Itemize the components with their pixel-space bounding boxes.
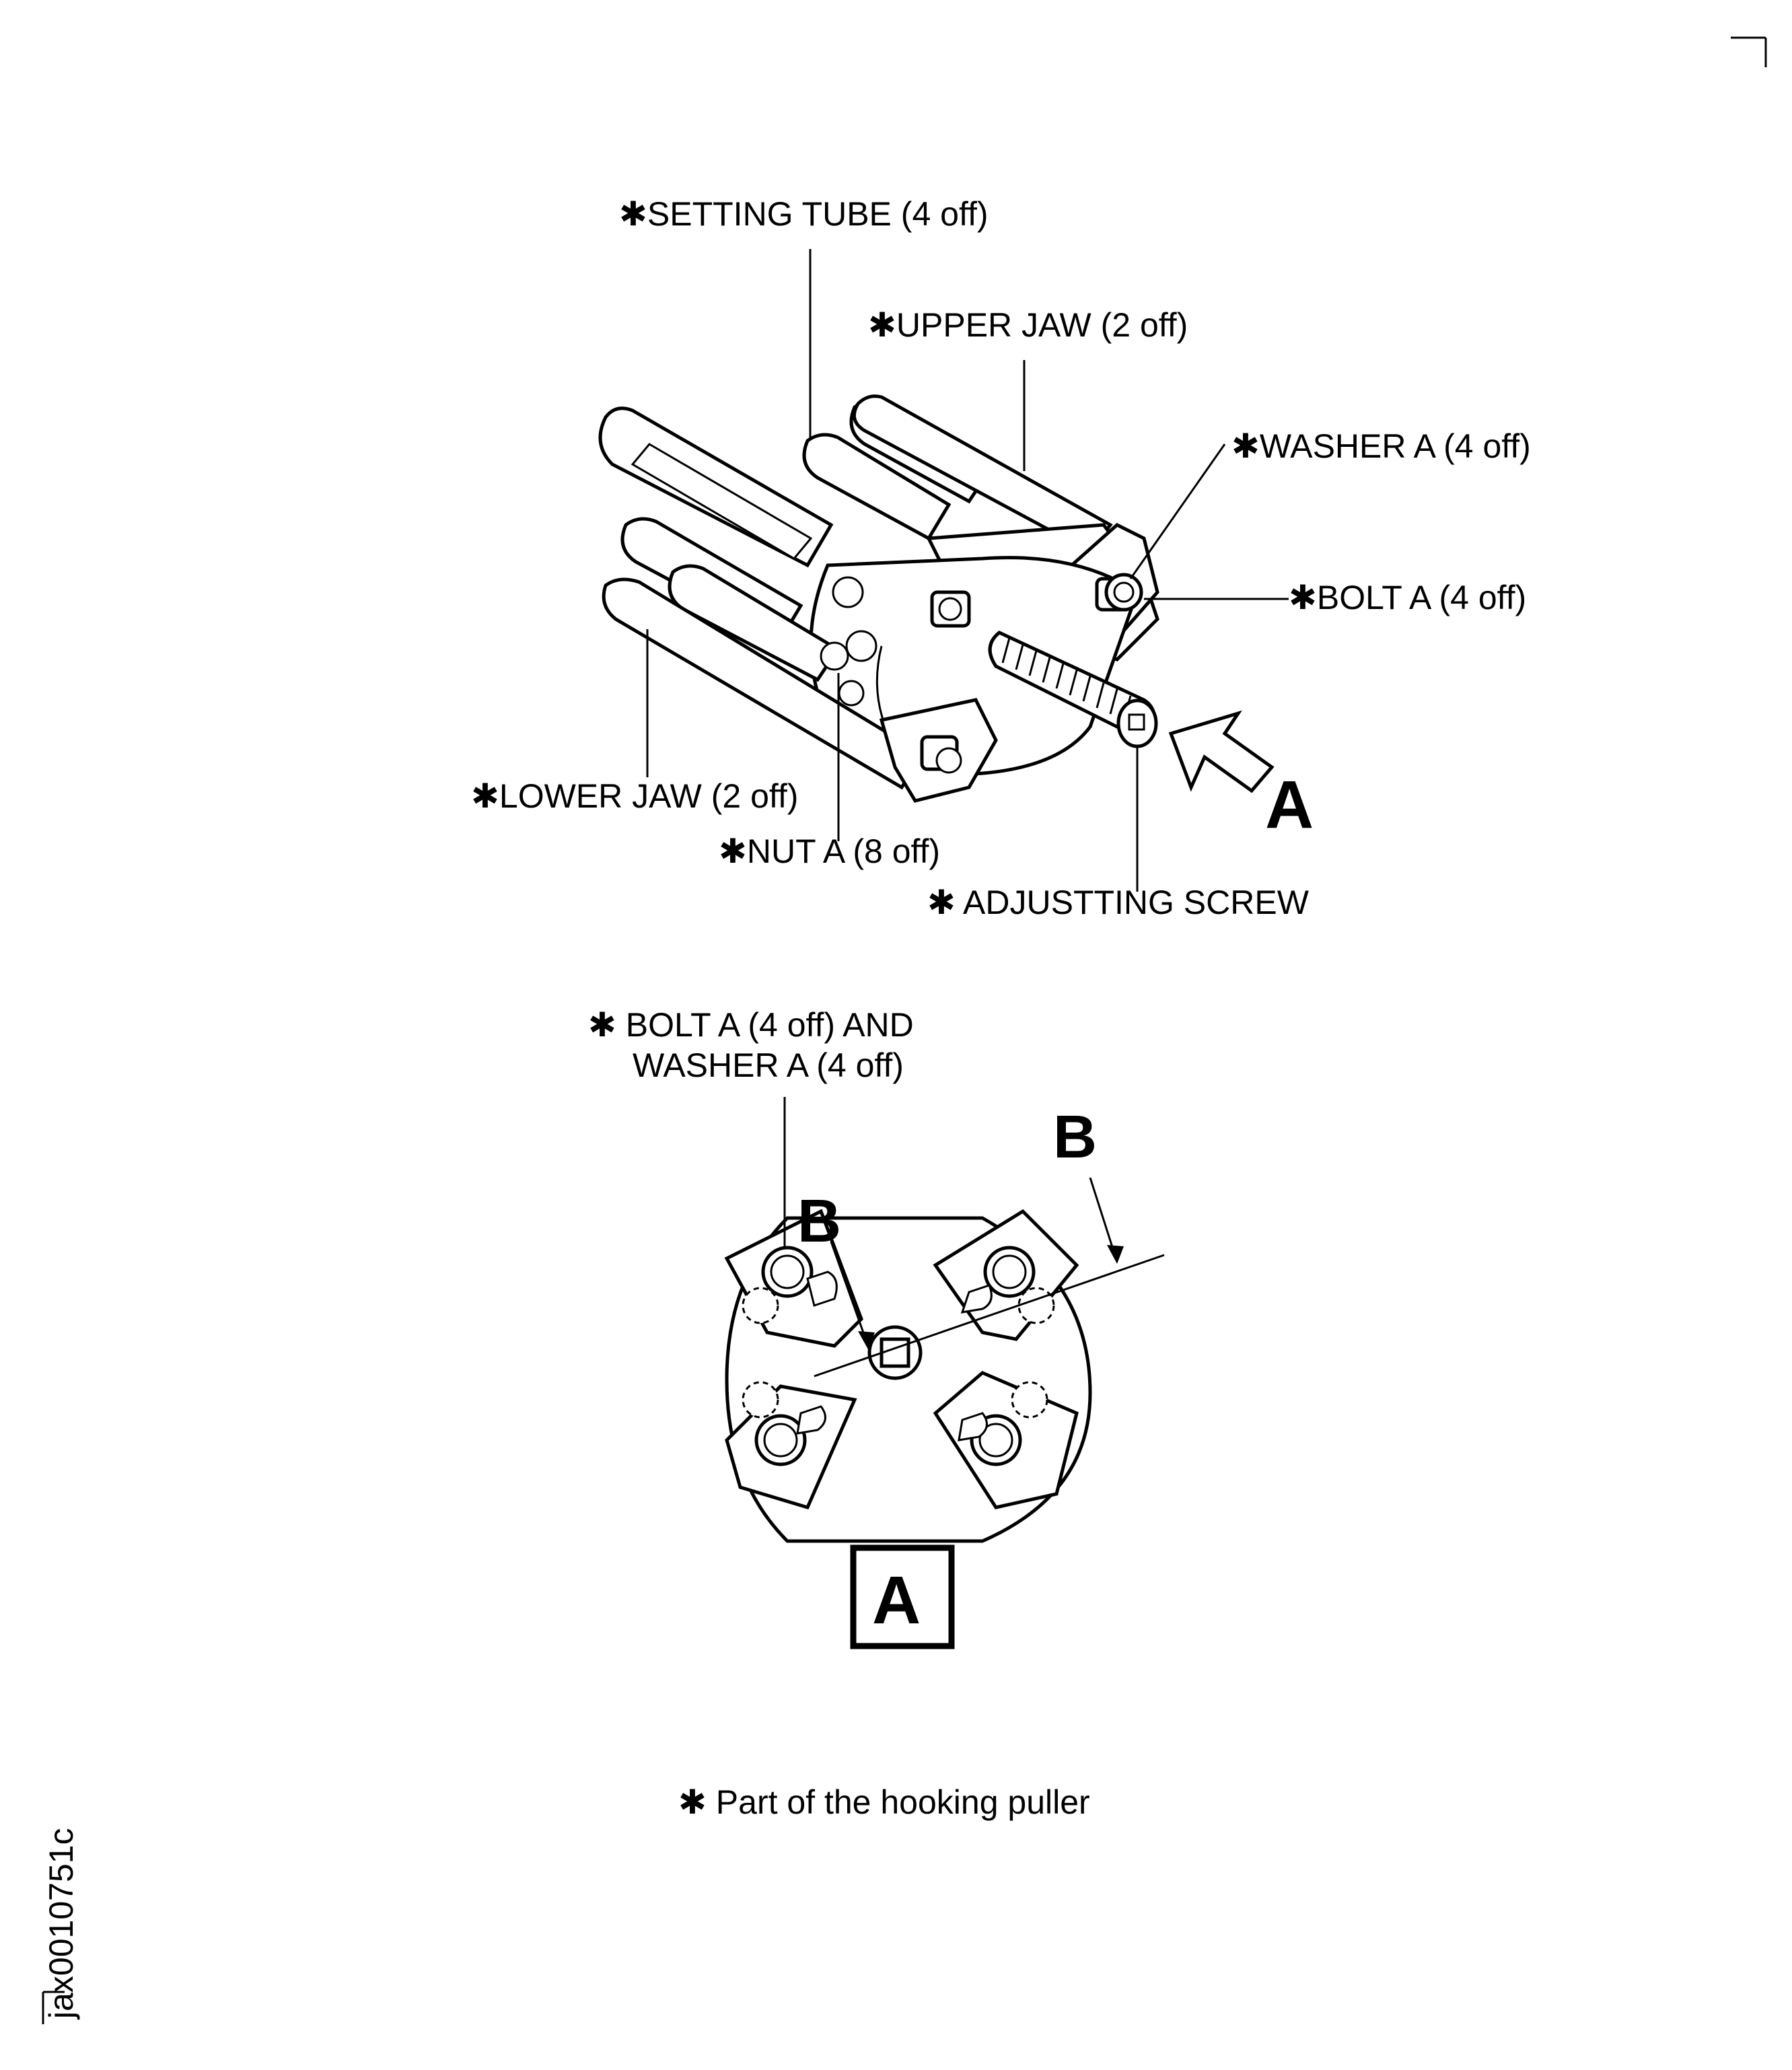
setting-tube-lower: [620, 517, 840, 682]
label-upper-jaw: ✱UPPER JAW (2 off): [868, 306, 1188, 344]
jaw-lug-bottom-right: [933, 1371, 1079, 1509]
nut-a-group: [820, 576, 877, 707]
center-hub: [867, 1325, 923, 1380]
view-a-box: A: [850, 1544, 955, 1649]
jaw-lug-bottom-left: [725, 1381, 857, 1510]
adjusting-screw: [988, 631, 1158, 748]
label-setting-tube: ✱SETTING TUBE (4 off): [619, 195, 989, 233]
crop-mark-bottom-left: [42, 1991, 65, 2024]
crop-mark-top-right: [1731, 36, 1767, 67]
label-bolt-a: ✱BOLT A (4 off): [1289, 579, 1526, 616]
label-section-b-right: B: [1053, 1104, 1097, 1171]
footnote: ✱ Part of the hooking puller: [678, 1783, 1090, 1821]
hooking-puller-illustration: [598, 394, 1275, 803]
jaw-lug-top-left: [724, 1209, 863, 1348]
view-a-illustration: [724, 1097, 1165, 1543]
label-view-a-arrow: A: [1265, 767, 1314, 843]
label-nut-a: ✱NUT A (8 off): [719, 832, 940, 870]
label-adjusting-screw: ✱ ADJUSTTING SCREW: [927, 884, 1310, 921]
label-washer-a: ✱WASHER A (4 off): [1231, 427, 1531, 465]
view-a-box-letter: A: [872, 1563, 921, 1638]
label-lower-jaw: ✱LOWER JAW (2 off): [471, 777, 798, 815]
upper-left-jaw: [598, 406, 834, 568]
section-line-b: [814, 1177, 1165, 1378]
label-section-b-left: B: [797, 1188, 841, 1255]
bolt-a-group: [920, 577, 1137, 774]
leader-lines-upper: [646, 249, 1289, 892]
figure-id: jax0010751c: [42, 1828, 80, 2020]
label-bolt-washer-line2: WASHER A (4 off): [633, 1046, 904, 1084]
view-a-arrow: [1168, 710, 1275, 793]
washer-a: [1104, 573, 1143, 612]
label-bolt-washer-line1: ✱ BOLT A (4 off) AND: [588, 1006, 914, 1044]
